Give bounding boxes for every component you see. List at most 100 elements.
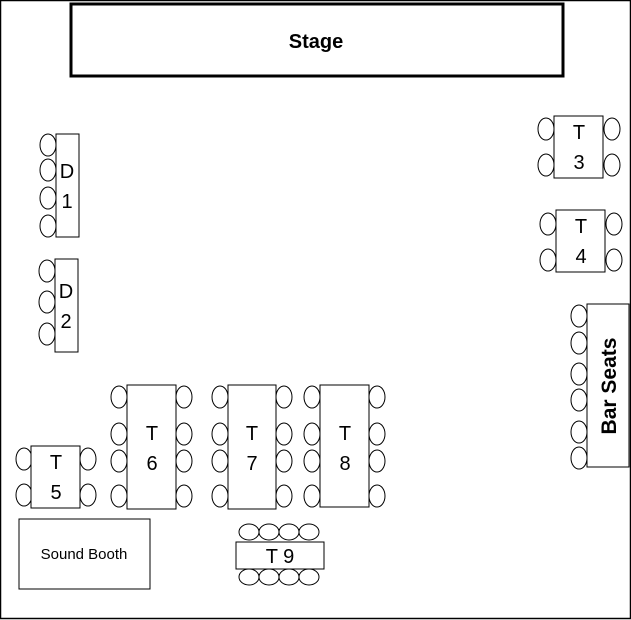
stage-box [69,2,565,78]
chair [537,117,555,141]
chair [275,449,293,473]
table-t6: T 6 [110,384,193,510]
chair [79,483,97,507]
table-d1: D 1 [39,133,80,238]
chair [303,422,321,446]
chair [238,523,260,541]
chair [38,322,56,346]
chair [110,422,128,446]
table-t5-top [30,445,81,509]
table-t5-number: 5 [50,482,61,504]
chair [537,153,555,177]
table-t7-top [227,384,277,510]
sound-booth-box [18,518,151,590]
chair [15,447,33,471]
chair [603,117,621,141]
table-t7-letter: T [246,423,258,445]
bar-stool [570,304,588,328]
chair [298,568,320,586]
chair [175,422,193,446]
chair [539,212,557,236]
chair [368,385,386,409]
stage-label: Stage [289,31,343,53]
chair [110,385,128,409]
bar-stool [570,446,588,470]
table-d2-letter: D [59,281,73,303]
table-t3-top [553,115,604,179]
chair [175,484,193,508]
chair [39,133,57,157]
bar-stool [570,362,588,386]
chair [258,568,280,586]
table-t8-top [319,384,370,508]
table-t3-letter: T [573,122,585,144]
chair [211,385,229,409]
bar-label: Bar Seats [598,338,621,435]
table-t4-top [555,209,606,273]
chair [275,422,293,446]
table-t4: T 4 [539,209,623,273]
table-t6-top [126,384,177,510]
chair [39,214,57,238]
chair [110,484,128,508]
table-d2-top [54,258,79,353]
chair [275,484,293,508]
sound-booth-label: Sound Booth [41,546,128,563]
bar-seats: Bar Seats [570,303,630,470]
chair [39,186,57,210]
chair [39,158,57,182]
table-t5: T 5 [15,445,97,509]
table-t5-letter: T [50,452,62,474]
chair [15,483,33,507]
chair [79,447,97,471]
table-d2: D 2 [38,258,79,353]
sound-booth: Sound Booth [18,518,151,590]
chair [605,212,623,236]
chair [605,248,623,272]
bar-stool [570,331,588,355]
chair [275,385,293,409]
table-t8-letter: T [339,423,351,445]
table-t9-label: T 9 [266,546,295,568]
chair [303,484,321,508]
table-t8-number: 8 [339,453,350,475]
table-t7: T 7 [211,384,293,510]
table-t9-top [235,541,325,570]
table-d1-number: 1 [61,191,72,213]
chair [603,153,621,177]
bar-stool [570,388,588,412]
table-t3-number: 3 [573,152,584,174]
table-t3: T 3 [537,115,621,179]
chair [211,484,229,508]
chair [278,568,300,586]
table-d2-number: 2 [60,311,71,333]
chair [175,385,193,409]
chair [303,385,321,409]
table-t7-number: 7 [246,453,257,475]
chair [368,449,386,473]
chair [238,568,260,586]
table-t4-letter: T [575,216,587,238]
bar-counter [586,303,630,468]
table-t6-number: 6 [146,453,157,475]
table-t8: T 8 [303,384,386,508]
chair [258,523,280,541]
table-t9: T 9 [235,523,325,586]
chair [211,449,229,473]
chair [368,484,386,508]
chair [211,422,229,446]
table-d1-letter: D [60,161,74,183]
chair [38,290,56,314]
chair [298,523,320,541]
chair [38,259,56,283]
chair [368,422,386,446]
table-t4-number: 4 [575,246,586,268]
chair [278,523,300,541]
stage: Stage [69,2,565,78]
bar-stool [570,420,588,444]
chair [539,248,557,272]
chair [303,449,321,473]
table-t6-letter: T [146,423,158,445]
